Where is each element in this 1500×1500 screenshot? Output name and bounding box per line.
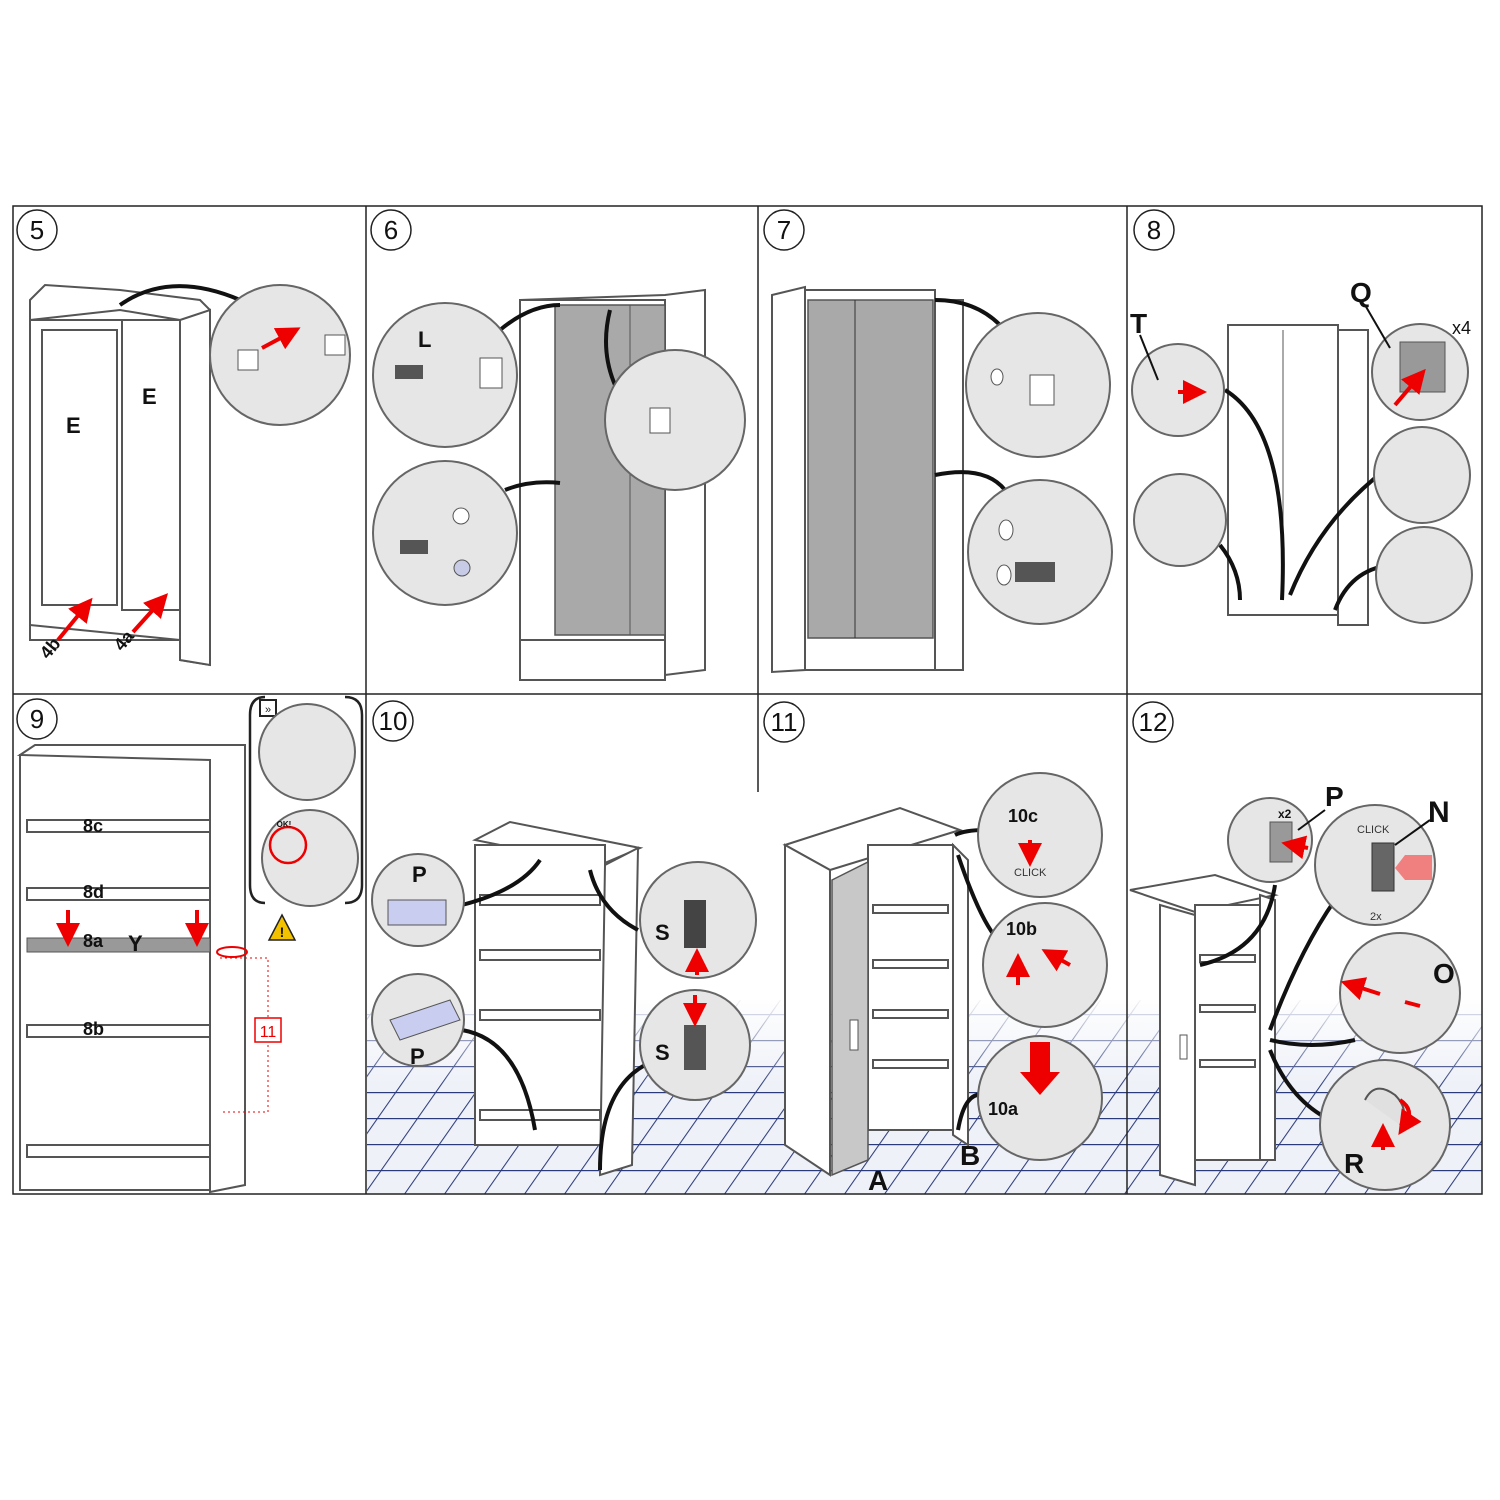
panel-grid [12, 205, 1483, 1195]
step-7-cabinet [771, 285, 1113, 674]
step-number-8: 8 [1147, 215, 1161, 245]
label-p-bottom: P [410, 1044, 425, 1069]
label-e-right: E [142, 384, 157, 409]
label-ref-step-11: 11 [260, 1024, 277, 1041]
step-number-12: 12 [1139, 707, 1168, 737]
label-y: Y [128, 931, 143, 956]
step-9-shelving: ! » [16, 695, 364, 1194]
label-r: R [1344, 1148, 1364, 1179]
label-quantity-x4: x4 [1452, 318, 1471, 338]
warning-icon [267, 913, 297, 941]
step-8-cabinet [1131, 304, 1473, 626]
step-number-11: 11 [771, 707, 798, 737]
step-numbers [16, 209, 1175, 743]
step-number-5: 5 [30, 215, 44, 245]
label-10c: 10c [1008, 806, 1038, 826]
label-q: Q [1350, 277, 1372, 308]
label-p-top: P [412, 862, 427, 887]
fast-forward-icon [259, 699, 277, 717]
step-5-cabinet [29, 283, 351, 667]
step-11-cabinet [782, 772, 1108, 1177]
label-8d: 8d [83, 882, 104, 902]
label-b: B [960, 1140, 980, 1171]
label-ok: OK! [277, 820, 292, 829]
label-s-bottom: S [655, 1040, 670, 1065]
step-number-7: 7 [777, 215, 791, 245]
label-10b: 10b [1006, 919, 1037, 939]
label-l: L [418, 327, 431, 352]
label-8b: 8b [83, 1019, 104, 1039]
step-number-9: 9 [30, 704, 44, 734]
label-10a: 10a [988, 1099, 1019, 1119]
label-e-left: E [66, 413, 81, 438]
svg-text:!: ! [280, 924, 285, 940]
label-a: A [868, 1165, 888, 1196]
label-o: O [1433, 958, 1455, 989]
svg-text:»: » [265, 704, 271, 716]
label-s-top: S [655, 920, 670, 945]
label-t: T [1130, 308, 1147, 339]
label-p: P [1325, 781, 1344, 812]
label-8a: 8a [83, 931, 104, 951]
label-x2: x2 [1278, 807, 1292, 821]
label-click-10c: CLICK [1014, 867, 1047, 879]
label-quantity-2x: 2x [1370, 911, 1382, 923]
step-number-10: 10 [379, 706, 408, 736]
step-10-cabinet [371, 820, 757, 1177]
step-6-cabinet [372, 288, 746, 681]
step-number-6: 6 [384, 215, 398, 245]
label-8c: 8c [83, 816, 103, 836]
label-n: N [1428, 796, 1450, 829]
step-12-cabinet [1129, 797, 1461, 1191]
label-click-n: CLICK [1357, 824, 1390, 836]
